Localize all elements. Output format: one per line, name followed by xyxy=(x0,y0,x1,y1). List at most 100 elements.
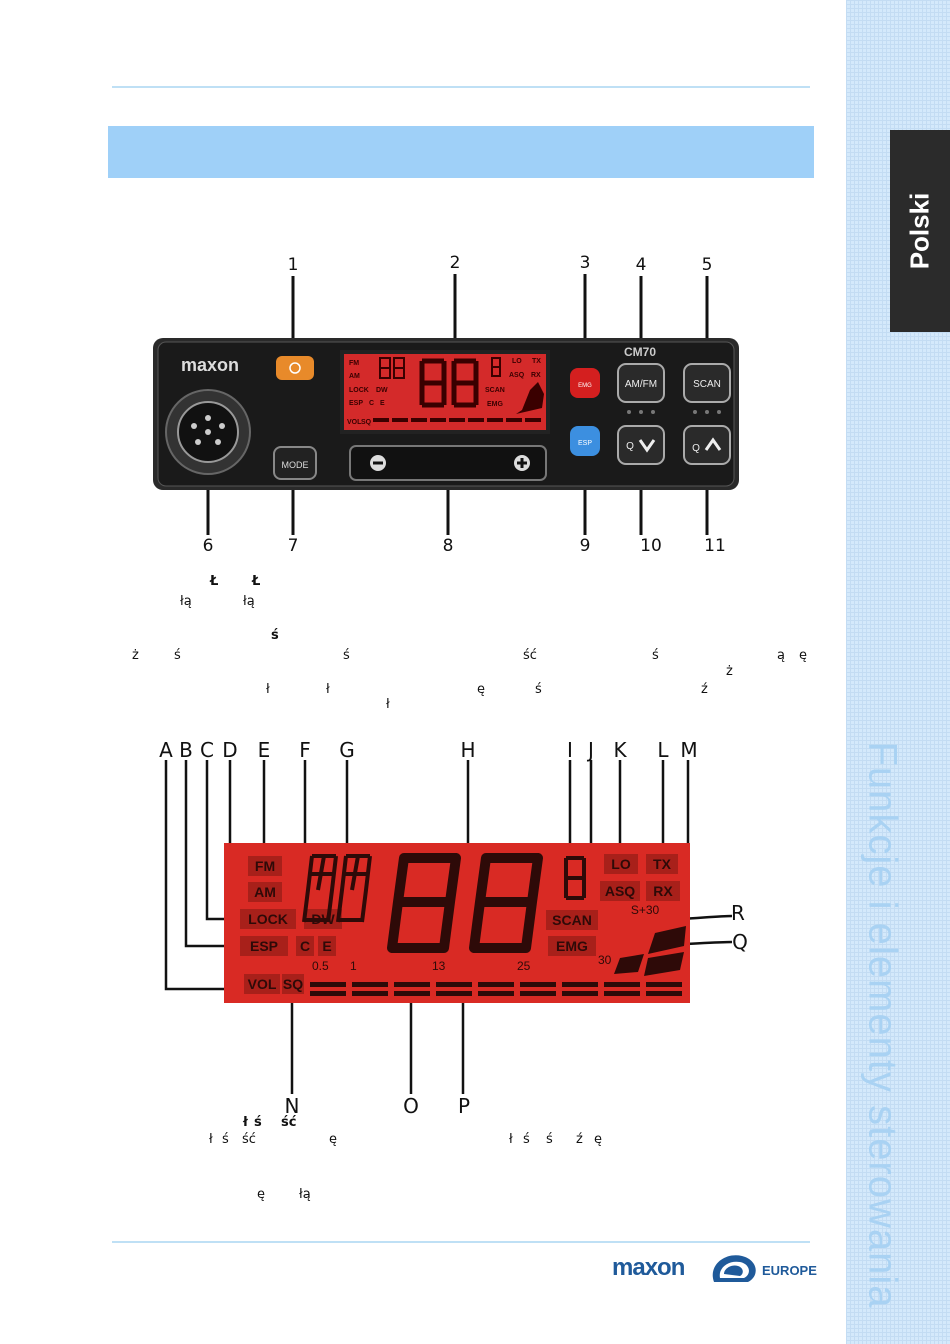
q-down-label: Q xyxy=(626,441,634,452)
footer-brand: maxon xyxy=(612,1254,685,1281)
callout-9: 9 xyxy=(579,536,591,556)
callout-k: K xyxy=(613,738,627,762)
callout-f: F xyxy=(299,738,311,762)
small-lcd-scan: SCAN xyxy=(485,387,505,394)
small-lcd-lock: LOCK xyxy=(349,387,369,394)
text-fragment: ś xyxy=(535,682,542,697)
callout-j: J xyxy=(588,738,594,762)
callout-3: 3 xyxy=(579,253,591,273)
sidebar-title: Funkcje i elementy sterowania xyxy=(860,741,905,1309)
volume-rocker[interactable] xyxy=(349,445,547,481)
text-fragment: ź xyxy=(701,682,708,697)
emg-button[interactable] xyxy=(570,368,600,398)
esp-button-label: ESP xyxy=(578,440,592,447)
chevron-up-icon xyxy=(704,437,722,451)
text-fragment: ś xyxy=(652,648,659,663)
text-fragment: ś xyxy=(523,1132,530,1147)
text-fragment: ść xyxy=(281,1115,297,1130)
lcd-fm: FM xyxy=(255,858,275,874)
callout-2: 2 xyxy=(449,253,461,273)
small-lcd-emg: EMG xyxy=(487,401,504,408)
callout-8: 8 xyxy=(442,536,454,556)
lcd-channel-digits-small xyxy=(302,854,586,923)
callout-l: L xyxy=(657,738,669,762)
amfm-button-label: AM/FM xyxy=(625,379,657,390)
header-rule xyxy=(112,86,810,88)
q-down-button[interactable] xyxy=(617,425,665,465)
text-fragment: ę xyxy=(594,1132,602,1147)
chevron-down-icon xyxy=(638,439,656,453)
callout-4: 4 xyxy=(635,255,647,275)
callout-o: O xyxy=(403,1094,419,1118)
section-title-band xyxy=(108,126,814,178)
scale-label: 25 xyxy=(517,959,531,973)
mode-button[interactable] xyxy=(273,446,317,480)
text-fragment: ł xyxy=(266,682,270,697)
text-fragment: ż xyxy=(132,648,139,663)
lcd-esp: ESP xyxy=(250,938,278,954)
text-fragment: ś xyxy=(271,628,279,643)
lcd-tx: TX xyxy=(653,856,672,872)
small-lcd-sq: SQ xyxy=(361,419,372,426)
text-fragment: ł xyxy=(386,697,390,712)
radio-brand: maxon xyxy=(181,355,239,375)
power-icon xyxy=(289,362,301,374)
footer-rule xyxy=(112,1241,810,1243)
scan-button[interactable] xyxy=(683,363,731,403)
emg-button-label: EMG xyxy=(578,383,592,389)
q-up-label: Q xyxy=(692,443,700,454)
lcd-scan: SCAN xyxy=(552,912,592,928)
small-lcd-am: AM xyxy=(349,373,360,380)
callout-c: C xyxy=(200,738,214,762)
callout-6: 6 xyxy=(202,536,214,556)
text-fragment: ł xyxy=(209,1132,213,1147)
callout-a: A xyxy=(159,738,173,762)
small-lcd-e: E xyxy=(380,400,385,407)
text-fragment: ś xyxy=(546,1132,553,1147)
text-fragment: ś xyxy=(174,648,181,663)
power-button[interactable] xyxy=(276,356,314,380)
callout-e: E xyxy=(257,738,271,762)
callout-7: 7 xyxy=(287,536,299,556)
callout-n: N xyxy=(284,1094,300,1118)
callout-b: B xyxy=(179,738,193,762)
lcd-lo: LO xyxy=(611,856,631,872)
lcd-c: C xyxy=(300,938,310,954)
text-fragment: ś xyxy=(343,648,350,663)
callout-i: I xyxy=(567,738,573,762)
small-lcd-asq: ASQ xyxy=(509,372,525,379)
callout-11: 11 xyxy=(704,536,726,556)
scan-button-label: SCAN xyxy=(693,379,721,390)
small-lcd-fm: FM xyxy=(349,360,359,367)
text-fragment: ś xyxy=(254,1115,262,1130)
signal-scale: 0.5 1 13 25 30 xyxy=(312,953,612,973)
text-fragment: ł xyxy=(509,1132,513,1147)
radio-front-panel: maxon CM70 MODE FM AM LOCK DW ESP C E LO… xyxy=(153,274,739,535)
scale-label: 0.5 xyxy=(312,959,329,973)
esp-button[interactable] xyxy=(570,426,600,456)
callout-5: 5 xyxy=(701,255,713,275)
amfm-button[interactable] xyxy=(617,363,665,403)
lcd-am: AM xyxy=(254,884,276,900)
small-lcd-c: C xyxy=(369,400,374,407)
text-fragment: ą xyxy=(777,648,785,663)
text-fragment: Ł xyxy=(252,574,261,589)
text-fragment: ść xyxy=(242,1132,256,1147)
small-lcd-lo: LO xyxy=(512,358,522,365)
text-fragment: ść xyxy=(523,648,537,663)
scale-label: 1 xyxy=(350,959,357,973)
text-fragment: ę xyxy=(329,1132,337,1147)
q-up-button[interactable] xyxy=(683,425,731,465)
callout-10: 10 xyxy=(640,536,662,556)
lcd-diagram: FM AM LOCK DW ESP C E VOL SQ LO TX ASQ R… xyxy=(164,760,733,1094)
signal-meter xyxy=(310,926,686,996)
text-fragment: ż xyxy=(726,664,733,679)
callout-h: H xyxy=(460,738,476,762)
callout-1: 1 xyxy=(287,255,299,275)
mode-button-label: MODE xyxy=(282,460,309,470)
text-fragment: ę xyxy=(799,648,807,663)
lcd-rx: RX xyxy=(653,883,673,899)
cic-logo-mark xyxy=(712,1255,756,1282)
text-fragment: ł xyxy=(326,682,330,697)
lcd-emg: EMG xyxy=(556,938,588,954)
